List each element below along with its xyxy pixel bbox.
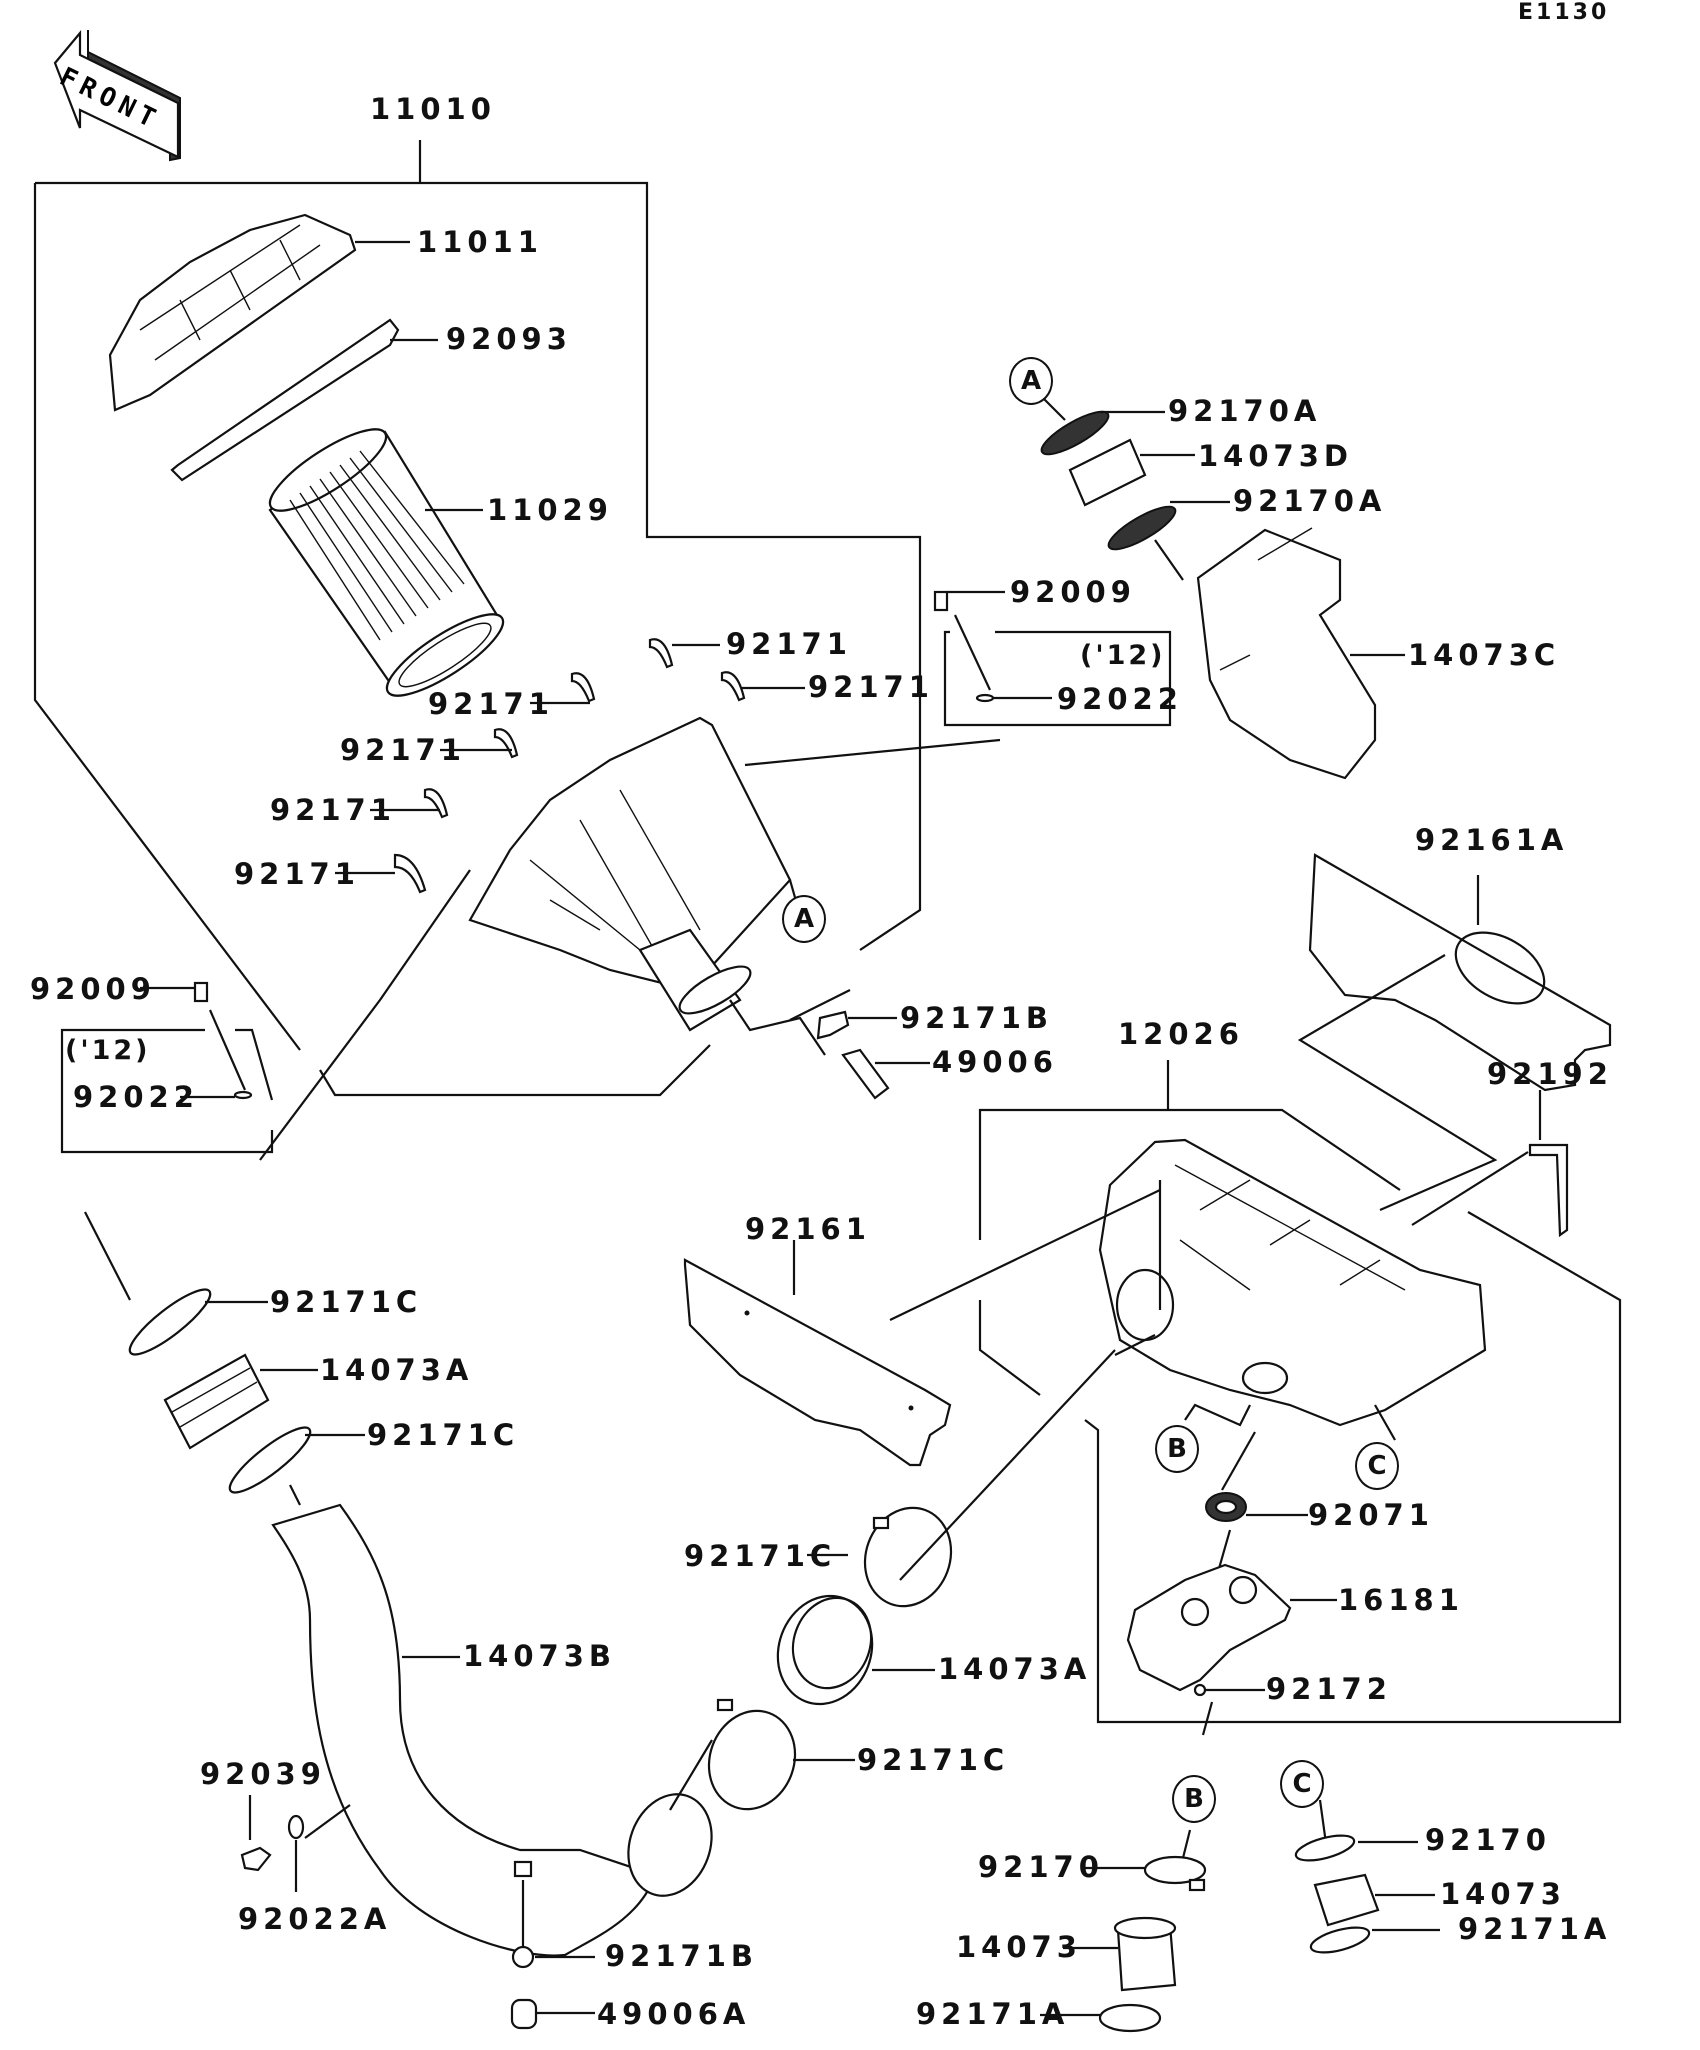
part-label-92171b[interactable]: 92171B: [605, 1939, 758, 1973]
air-filter-element-part: [268, 428, 505, 697]
part-label-92009[interactable]: 92009: [1010, 575, 1136, 609]
pad-92161-part: [683, 1240, 952, 1467]
part-label-92171[interactable]: 92171: [234, 857, 360, 891]
part-label-92022a[interactable]: 92022A: [238, 1902, 392, 1936]
part-label-92022[interactable]: 92022: [1057, 682, 1183, 716]
bolt-washer-group-left: [60, 981, 274, 1154]
year-note: ('12): [1080, 640, 1166, 671]
part-label-92171[interactable]: 92171: [808, 670, 934, 704]
part-label-92171[interactable]: 92171: [340, 733, 466, 767]
part-label-14073a[interactable]: 14073A: [320, 1353, 474, 1387]
part-label-92171a[interactable]: 92171A: [1458, 1912, 1612, 1946]
part-label-92171[interactable]: 92171: [428, 687, 554, 721]
part-label-92071[interactable]: 92071: [1308, 1498, 1434, 1532]
part-label-92170[interactable]: 92170: [1425, 1823, 1551, 1857]
part-label-92022[interactable]: 92022: [73, 1080, 199, 1114]
part-label-92170a[interactable]: 92170A: [1168, 394, 1322, 428]
part-label-14073b[interactable]: 14073B: [463, 1639, 616, 1673]
part-label-14073c[interactable]: 14073C: [1408, 638, 1561, 672]
year-note: ('12): [65, 1035, 151, 1066]
part-label-14073a[interactable]: 14073A: [938, 1652, 1092, 1686]
bolt-washer-group-right: [933, 590, 1172, 727]
part-label-92009[interactable]: 92009: [30, 972, 156, 1006]
part-label-12026[interactable]: 12026: [1118, 1017, 1244, 1051]
part-label-92171c[interactable]: 92171C: [857, 1743, 1010, 1777]
intake-duct-group: [1039, 394, 1405, 780]
part-label-11010[interactable]: 11010: [370, 92, 496, 126]
part-label-92172[interactable]: 92172: [1266, 1672, 1392, 1706]
part-label-92171[interactable]: 92171: [726, 627, 852, 661]
diagram-code: E1130: [1518, 0, 1610, 25]
callout-b: B: [1155, 1425, 1199, 1473]
part-label-16181[interactable]: 16181: [1338, 1583, 1464, 1617]
part-label-49006a[interactable]: 49006A: [597, 1997, 751, 2031]
callout-c: C: [1355, 1442, 1399, 1490]
center-duct-chain: [707, 1349, 1116, 1811]
part-label-14073[interactable]: 14073: [1440, 1877, 1566, 1911]
part-label-92171c[interactable]: 92171C: [684, 1539, 837, 1573]
gasket-part: [170, 318, 438, 482]
bottom-clamp-group-c: [1294, 1799, 1440, 1954]
left-duct-chain: [84, 1211, 365, 1506]
fuel-tank-part: [889, 1138, 1487, 1427]
assembly-bracket-11010: [33, 140, 922, 1097]
part-label-14073d[interactable]: 14073D: [1198, 439, 1353, 473]
center-fasteners-group: [729, 989, 930, 1100]
part-label-92171[interactable]: 92171: [270, 793, 396, 827]
part-label-14073[interactable]: 14073: [956, 1930, 1082, 1964]
part-label-11011[interactable]: 11011: [417, 225, 543, 259]
elbow-duct-14073b-part: [271, 1503, 713, 1957]
part-label-92170[interactable]: 92170: [978, 1850, 1104, 1884]
part-label-92161a[interactable]: 92161A: [1415, 823, 1569, 857]
air-cleaner-case-part: [259, 716, 1001, 1161]
tank-fittings-group: [1126, 1403, 1396, 1736]
clip-parts: [335, 638, 805, 894]
bottom-fasteners-group: [240, 1795, 595, 2030]
callout-a: A: [1009, 357, 1053, 405]
part-label-92171a[interactable]: 92171A: [916, 1997, 1070, 2031]
callout-c: C: [1280, 1760, 1324, 1808]
part-label-92039[interactable]: 92039: [200, 1757, 326, 1791]
part-label-49006[interactable]: 49006: [932, 1045, 1058, 1079]
part-label-11029[interactable]: 11029: [487, 493, 613, 527]
front-arrow-icon: [53, 29, 181, 162]
bottom-clamp-group-b: [1040, 1829, 1207, 2033]
breather-hose-part: [1411, 1090, 1569, 1238]
part-label-92171c[interactable]: 92171C: [270, 1285, 423, 1319]
part-label-92093[interactable]: 92093: [446, 322, 572, 356]
callout-b: B: [1172, 1775, 1216, 1823]
part-label-92171c[interactable]: 92171C: [367, 1418, 520, 1452]
part-label-92192[interactable]: 92192: [1487, 1057, 1613, 1091]
air-cleaner-cover-part: [108, 213, 410, 412]
tank-bracket-12026: [978, 1060, 1622, 1724]
callout-a: A: [782, 895, 826, 943]
part-label-92170a[interactable]: 92170A: [1233, 484, 1387, 518]
part-label-92161[interactable]: 92161: [745, 1212, 871, 1246]
pad-92161a-part: [1297, 853, 1612, 1212]
part-label-92171b[interactable]: 92171B: [900, 1001, 1053, 1035]
